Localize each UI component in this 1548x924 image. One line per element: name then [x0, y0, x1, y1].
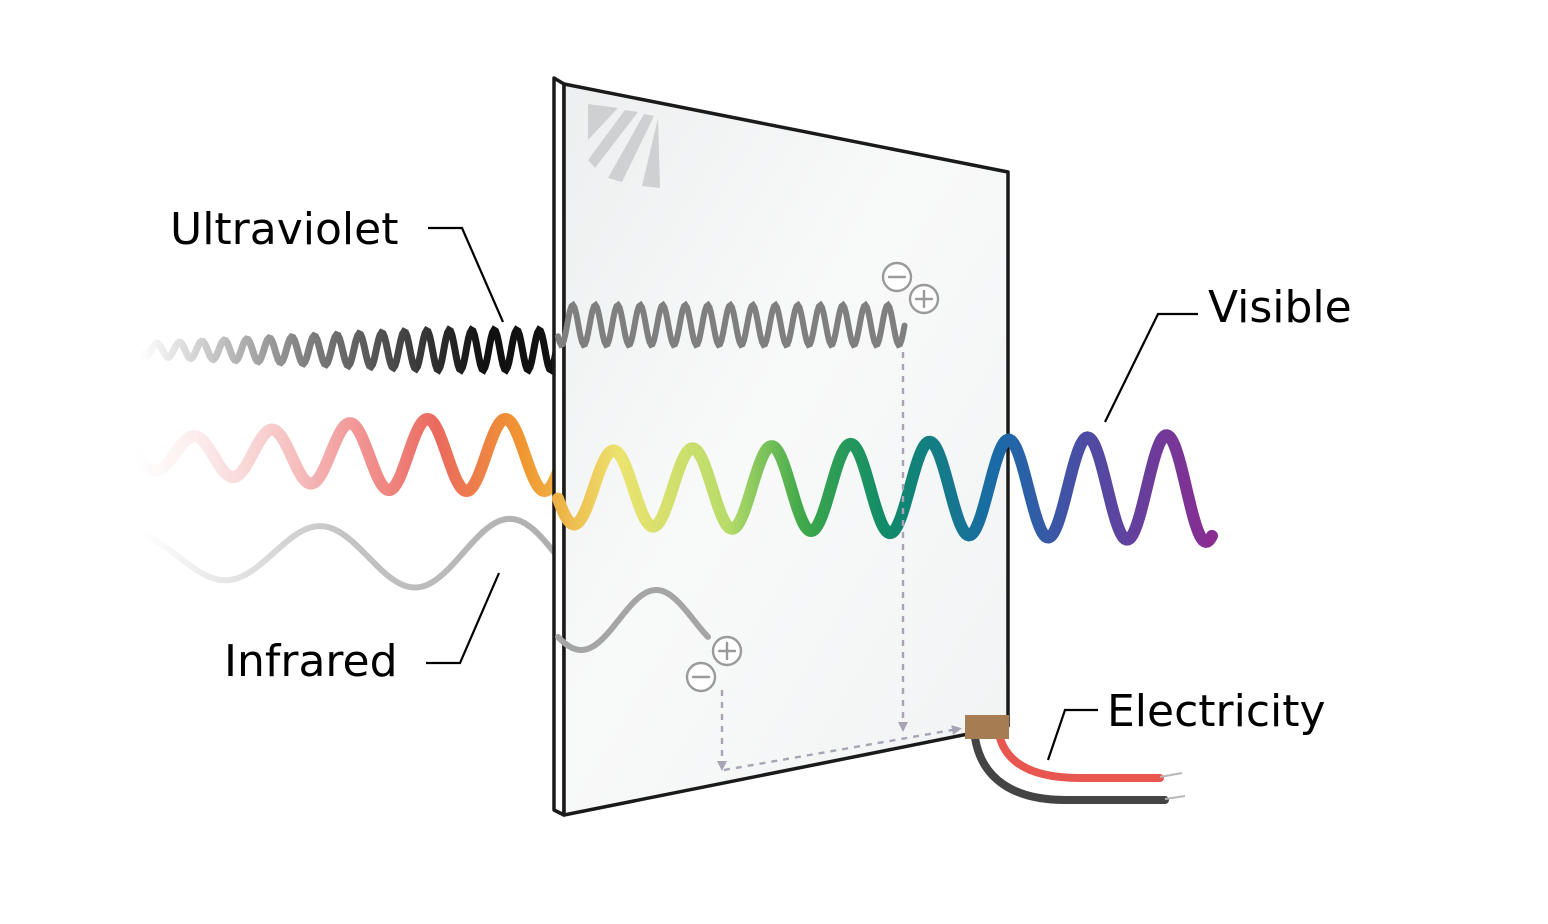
positive-charge-icon — [908, 283, 940, 315]
electricity-label: Electricity — [1107, 686, 1326, 737]
waves-in-front-of-panel — [552, 300, 1218, 653]
waves-behind-panel — [129, 325, 564, 591]
red-wire-tip — [1159, 772, 1183, 778]
glass-glare — [588, 104, 660, 188]
electricity-leader — [1046, 708, 1098, 761]
visible-leader — [1104, 312, 1198, 423]
black-wire-tip — [1164, 795, 1186, 800]
infrared-leader — [426, 572, 501, 665]
uv-charge-pair — [881, 261, 940, 315]
black-wire — [971, 734, 1169, 804]
ultraviolet-leader — [428, 226, 505, 323]
leader-lines — [426, 226, 1198, 761]
collector-arrow — [723, 725, 962, 772]
infrared-wave-incoming — [137, 515, 560, 591]
ir-charge-pair — [685, 635, 743, 693]
red-wire — [996, 734, 1164, 782]
visible-wave-incoming — [129, 412, 564, 498]
charge-flow-arrows — [717, 352, 962, 772]
ultraviolet-label: Ultraviolet — [170, 204, 398, 255]
electrical-output — [965, 715, 1186, 804]
wire-connector — [965, 715, 1009, 739]
infrared-wave-absorbed — [555, 587, 711, 653]
ultraviolet-wave-absorbed — [555, 300, 908, 349]
positive-charge-icon — [711, 635, 743, 667]
visible-wave-transmitted — [552, 429, 1218, 548]
ultraviolet-wave-incoming — [136, 325, 561, 375]
infrared-label: Infrared — [224, 636, 398, 687]
negative-charge-icon — [685, 661, 717, 693]
negative-charge-icon — [881, 261, 913, 293]
visible-label: Visible — [1208, 282, 1352, 333]
